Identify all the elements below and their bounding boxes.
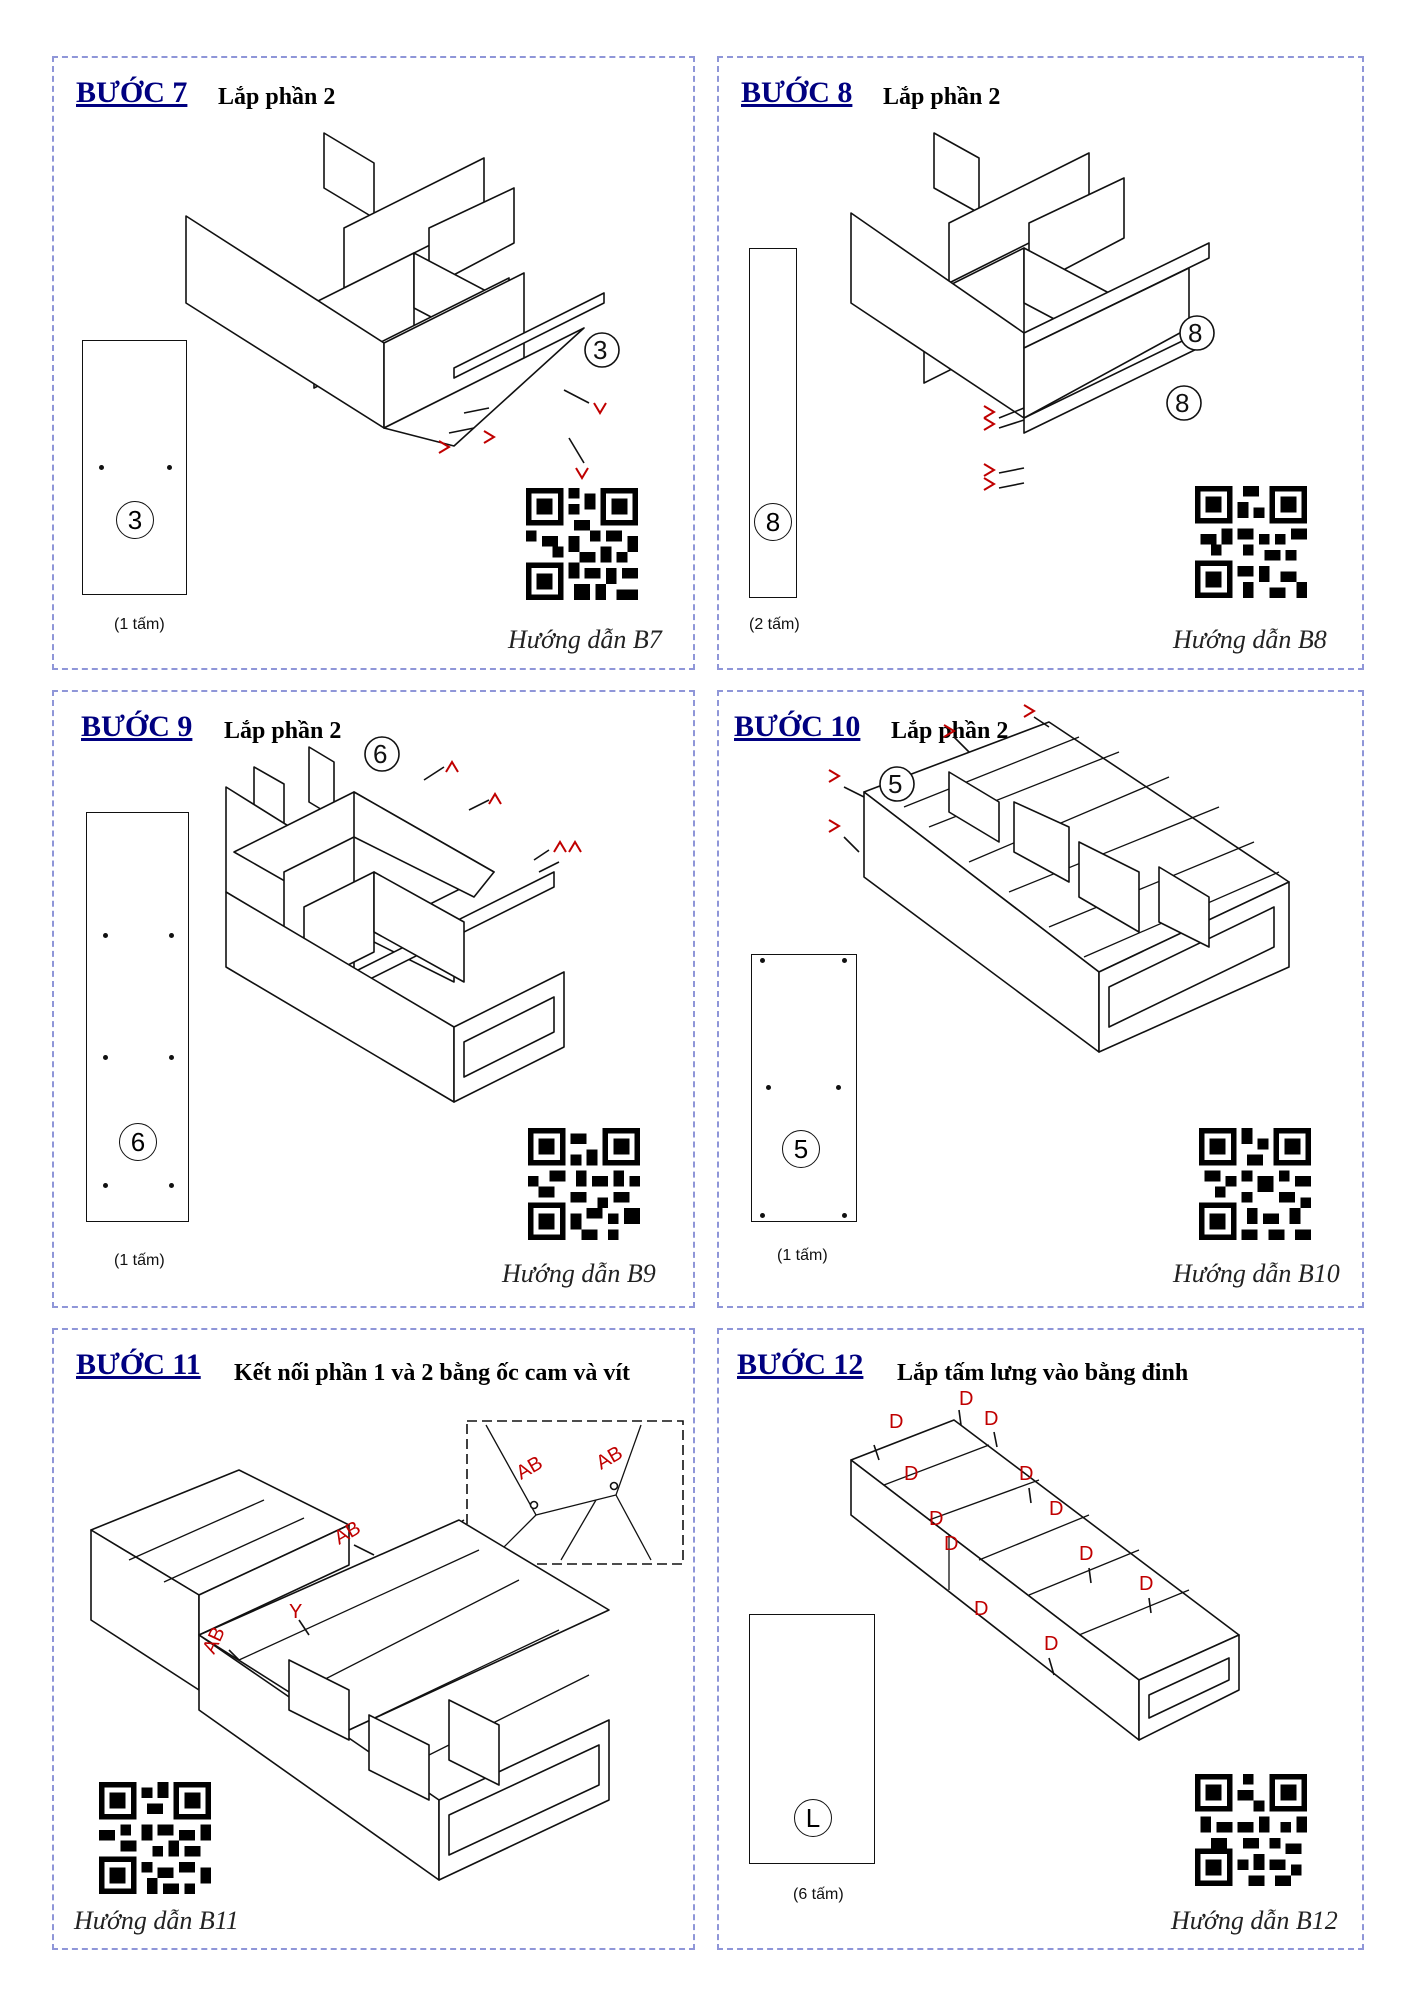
step-8-title: BƯỚC 8 [741, 76, 853, 109]
step-10-part-board: 5 [751, 954, 857, 1222]
hole [842, 958, 847, 963]
step-12-subtitle: Lắp tấm lưng vào bằng đinh [897, 1360, 1189, 1386]
hole [103, 1055, 108, 1060]
step-8-qr-code[interactable] [1195, 486, 1307, 598]
hole [169, 1055, 174, 1060]
step-7-qr-code[interactable] [526, 488, 638, 600]
step-10-part-number: 5 [782, 1130, 820, 1168]
step-7-part-board: 3 [82, 340, 187, 595]
step-12-panel: BƯỚC 12 Lắp tấm lưng vào bằng đinh D D D… [717, 1328, 1364, 1950]
step-8-part-number: 8 [754, 503, 792, 541]
step-7-subtitle: Lắp phần 2 [218, 84, 336, 110]
step-9-part-number: 6 [119, 1123, 157, 1161]
step-10-subtitle: Lắp phần 2 [891, 718, 1009, 744]
step-12-part-number: L [794, 1799, 832, 1837]
svg-text:D: D [974, 1598, 988, 1620]
svg-text:D: D [929, 1508, 943, 1530]
step-8-guide-link[interactable]: Hướng dẫn B8 [1173, 625, 1327, 654]
step-8-illustration: 8 8 [850, 132, 1215, 491]
step-12-title: BƯỚC 12 [737, 1348, 864, 1381]
step-8-part-8-callout-a: 8 [1179, 315, 1215, 351]
step-10-part-5-callout: 5 [879, 766, 915, 802]
step-10-title: BƯỚC 10 [734, 710, 861, 743]
step-7-part-3-callout: 3 [584, 332, 620, 368]
step-7-part-label: 3 [593, 335, 607, 365]
step-7-title: BƯỚC 7 [76, 76, 188, 109]
hole [99, 465, 104, 470]
step-9-panel: BƯỚC 9 Lắp phần 2 6 6 [52, 690, 695, 1308]
step-10-qr-code[interactable] [1199, 1128, 1311, 1240]
svg-text:5: 5 [888, 769, 902, 799]
step-8-subtitle: Lắp phần 2 [883, 84, 1001, 110]
step-8-part-board: 8 [749, 248, 797, 598]
hole [836, 1085, 841, 1090]
step-8-panel: BƯỚC 8 Lắp phần 2 8 8 8 (2 tấm) [717, 56, 1364, 670]
step-9-subtitle: Lắp phần 2 [224, 718, 342, 744]
svg-text:D: D [1139, 1573, 1153, 1595]
step-11-detail-inset: AB AB [466, 1420, 684, 1565]
hole [169, 933, 174, 938]
hole [169, 1183, 174, 1188]
step-9-qr-code[interactable] [528, 1128, 640, 1240]
step-7-panel: BƯỚC 7 Lắp phần 2 3 3 (1 tấm) Hư [52, 56, 695, 670]
step-8-count: (2 tấm) [749, 616, 800, 633]
step-12-guide-link[interactable]: Hướng dẫn B12 [1171, 1906, 1338, 1935]
hole [760, 958, 765, 963]
svg-text:D: D [944, 1533, 958, 1555]
step-7-count: (1 tấm) [114, 616, 165, 633]
svg-text:D: D [1044, 1633, 1058, 1655]
step-11-panel: BƯỚC 11 Kết nối phần 1 và 2 bằng ốc cam … [52, 1328, 695, 1950]
step-12-part-board: L [749, 1614, 875, 1864]
svg-text:8: 8 [1175, 388, 1189, 418]
svg-text:Y: Y [289, 1601, 302, 1623]
step-9-part-6-callout: 6 [364, 736, 400, 772]
step-12-illustration: D D D D D D D D D D D D [850, 1388, 1240, 1741]
step-10-panel: BƯỚC 10 Lắp phần 2 5 [717, 690, 1364, 1308]
hole [760, 1213, 765, 1218]
step-10-guide-link[interactable]: Hướng dẫn B10 [1173, 1259, 1340, 1288]
step-11-guide-link[interactable]: Hướng dẫn B11 [74, 1906, 239, 1935]
step-9-part-board: 6 [86, 812, 189, 1222]
step-10-illustration: 5 [828, 704, 1290, 1053]
step-12-qr-code[interactable] [1195, 1774, 1307, 1886]
step-9-illustration: 6 [225, 736, 582, 1103]
svg-text:D: D [1079, 1543, 1093, 1565]
hole [167, 465, 172, 470]
svg-text:8: 8 [1188, 318, 1202, 348]
svg-text:6: 6 [373, 739, 387, 769]
step-9-guide-link[interactable]: Hướng dẫn B9 [502, 1259, 656, 1288]
svg-text:D: D [1049, 1498, 1063, 1520]
svg-text:D: D [904, 1463, 918, 1485]
step-9-count: (1 tấm) [114, 1252, 165, 1269]
step-11-subtitle: Kết nối phần 1 và 2 bằng ốc cam và vít [234, 1360, 631, 1386]
hole [103, 933, 108, 938]
step-11-illustration: AB Y AB [90, 1469, 610, 1881]
step-10-count: (1 tấm) [777, 1247, 828, 1264]
step-7-guide-link[interactable]: Hướng dẫn B7 [508, 625, 662, 654]
step-12-count: (6 tấm) [793, 1886, 844, 1903]
hole [103, 1183, 108, 1188]
svg-text:D: D [1019, 1463, 1033, 1485]
step-9-title: BƯỚC 9 [81, 710, 193, 743]
svg-text:D: D [984, 1408, 998, 1430]
step-8-part-8-callout-b: 8 [1166, 385, 1202, 421]
step-7-illustration: 3 [185, 132, 620, 480]
hole [766, 1085, 771, 1090]
svg-text:D: D [959, 1388, 973, 1410]
step-11-title: BƯỚC 11 [76, 1348, 201, 1381]
svg-text:D: D [889, 1411, 903, 1433]
hole [842, 1213, 847, 1218]
step-7-part-number: 3 [116, 501, 154, 539]
step-11-qr-code[interactable] [99, 1782, 211, 1894]
